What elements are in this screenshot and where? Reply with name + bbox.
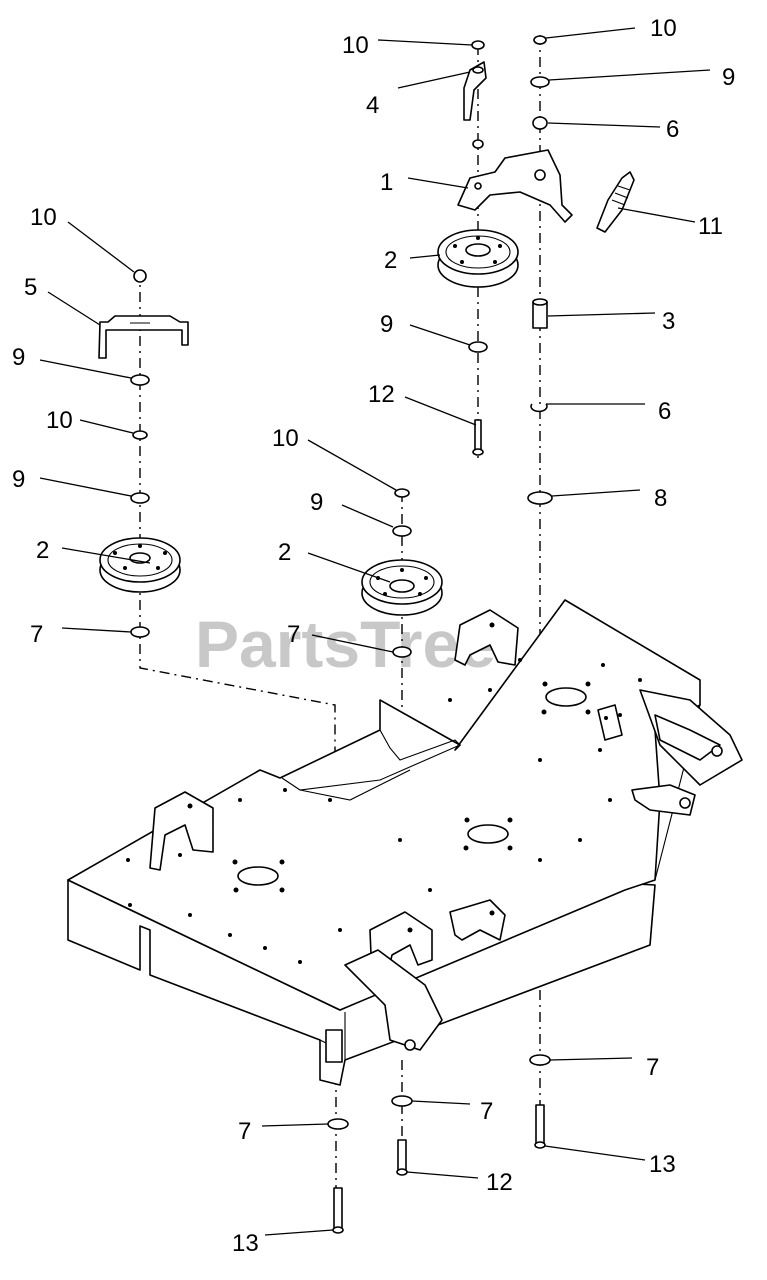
bolt-13-left bbox=[333, 1187, 343, 1231]
washer-9-left-upper bbox=[130, 374, 150, 386]
callout-2-left: 2 bbox=[36, 537, 49, 564]
callout-1: 1 bbox=[380, 169, 393, 196]
bolt-13-right bbox=[535, 1104, 545, 1146]
callout-12-bottom: 12 bbox=[486, 1169, 513, 1196]
callout-4: 4 bbox=[366, 92, 379, 119]
callout-9-top-right: 9 bbox=[722, 64, 735, 91]
callout-7-center: 7 bbox=[287, 621, 300, 648]
callout-11: 11 bbox=[698, 213, 723, 240]
washer-7-bottom-mid bbox=[391, 1095, 413, 1107]
callout-5: 5 bbox=[24, 274, 37, 301]
washer-9-center bbox=[392, 525, 412, 537]
bracket-4 bbox=[463, 61, 487, 121]
callout-12-top: 12 bbox=[368, 381, 395, 408]
callout-2-center: 2 bbox=[278, 539, 291, 566]
callout-9-center: 9 bbox=[310, 489, 323, 516]
nut-10-top-mid bbox=[471, 40, 485, 50]
callout-7-right: 7 bbox=[646, 1054, 659, 1081]
callout-13-right: 13 bbox=[649, 1151, 676, 1178]
callout-9-mid: 9 bbox=[380, 311, 393, 338]
nut-10-left-mid bbox=[132, 430, 148, 440]
callout-13-left: 13 bbox=[232, 1230, 259, 1257]
idler-arm-5 bbox=[98, 315, 189, 359]
idler-arm-1 bbox=[457, 149, 573, 223]
spacer-3 bbox=[532, 301, 548, 329]
idler-arm-assembly bbox=[437, 35, 635, 505]
nut-10-top-right bbox=[533, 35, 547, 45]
callout-3: 3 bbox=[662, 308, 675, 335]
callout-10-left: 10 bbox=[30, 204, 57, 231]
washer-9-top-right bbox=[530, 76, 550, 88]
callout-6-top: 6 bbox=[666, 116, 679, 143]
callout-7-bottom-mid: 7 bbox=[480, 1098, 493, 1125]
washer-7-left bbox=[130, 626, 150, 638]
mower-deck-plate bbox=[67, 599, 701, 1086]
nut-6-top bbox=[532, 116, 548, 130]
bolt-12-bottom bbox=[397, 1139, 407, 1173]
center-idler-stack bbox=[361, 488, 443, 658]
callout-9-left-lower: 9 bbox=[12, 466, 25, 493]
left-idler-stack bbox=[98, 269, 189, 638]
callout-10-center: 10 bbox=[272, 425, 299, 452]
callout-labels: 10 10 9 4 6 1 11 2 10 5 9 3 9 12 6 10 10… bbox=[12, 15, 735, 1257]
callout-10-left-mid: 10 bbox=[46, 407, 73, 434]
washer-7-center bbox=[392, 646, 412, 658]
callout-6-mid: 6 bbox=[658, 398, 671, 425]
callout-7-left: 7 bbox=[30, 621, 43, 648]
callout-10-top-right: 10 bbox=[650, 15, 677, 42]
partstree-watermark: PartsTree bbox=[195, 607, 496, 681]
nut-10-center bbox=[394, 488, 410, 498]
callout-9-left-upper: 9 bbox=[12, 344, 25, 371]
leader-lines bbox=[39, 27, 711, 1236]
washer-7-right bbox=[529, 1054, 551, 1066]
callout-10-top-mid: 10 bbox=[342, 32, 369, 59]
clip-6 bbox=[530, 403, 548, 413]
lower-hardware bbox=[327, 1054, 551, 1234]
callout-8: 8 bbox=[654, 485, 667, 512]
callout-7-bottom-left: 7 bbox=[238, 1118, 251, 1145]
nut-10-left bbox=[133, 269, 147, 283]
washer-9-mid bbox=[468, 341, 488, 353]
washer-7-bottom-left bbox=[327, 1118, 349, 1130]
spring-11 bbox=[596, 171, 635, 233]
washer-8 bbox=[527, 491, 553, 505]
callout-2-top: 2 bbox=[384, 247, 397, 274]
deck-mounting-brackets bbox=[149, 609, 743, 1051]
washer-9-left-lower bbox=[130, 492, 150, 504]
